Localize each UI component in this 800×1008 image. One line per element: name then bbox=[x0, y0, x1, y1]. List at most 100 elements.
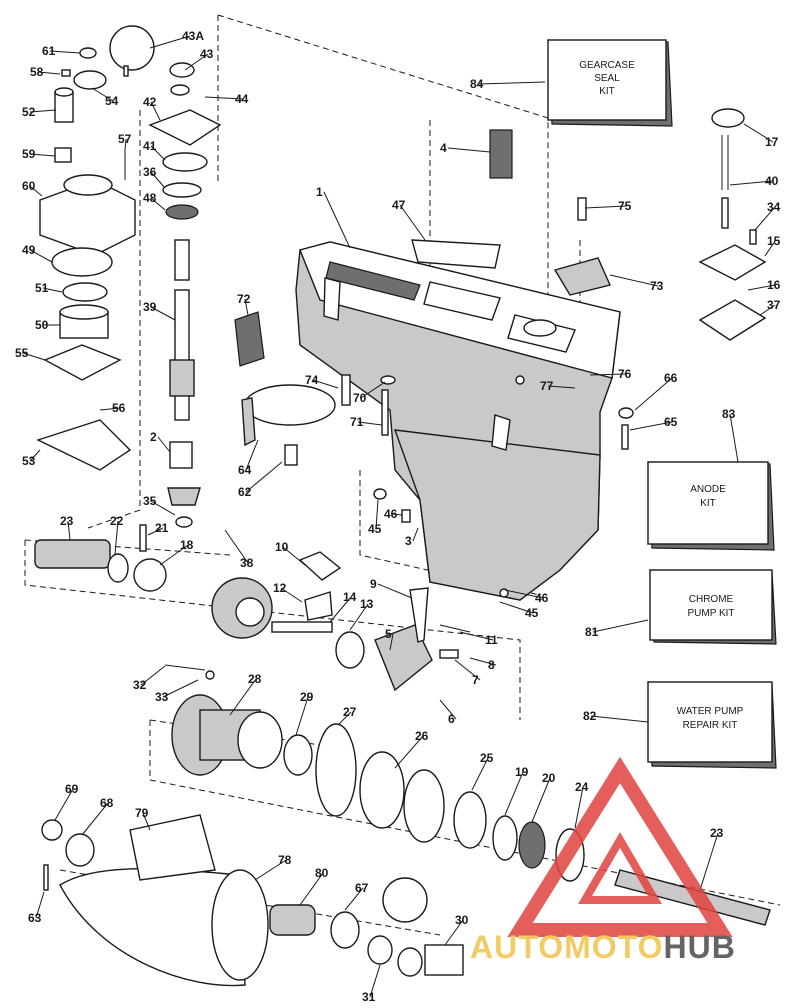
callout-c78: 78 bbox=[278, 853, 292, 867]
leader-line bbox=[67, 520, 71, 541]
leader-line bbox=[574, 786, 584, 829]
kit-label-line: ANODE bbox=[690, 484, 726, 495]
leader-line bbox=[245, 461, 283, 493]
leader-line bbox=[150, 171, 166, 189]
leader-line bbox=[140, 665, 166, 686]
leader-line bbox=[444, 919, 464, 946]
leader-line bbox=[159, 544, 189, 566]
callout-c83: 83 bbox=[722, 407, 736, 421]
leader-line bbox=[531, 777, 551, 823]
gear-train bbox=[34, 524, 471, 692]
callout-c22: 22 bbox=[110, 514, 124, 528]
callout-c55: 55 bbox=[15, 346, 29, 360]
leader-line bbox=[389, 633, 394, 651]
callout-c75: 75 bbox=[618, 199, 632, 213]
gear-housing bbox=[295, 241, 621, 601]
callout-c80: 80 bbox=[315, 866, 329, 880]
leader-line bbox=[280, 587, 303, 603]
callout-c69: 69 bbox=[65, 782, 79, 796]
leader-line bbox=[244, 298, 249, 316]
leader-line bbox=[477, 81, 546, 85]
leader-line bbox=[743, 123, 774, 143]
leader-line bbox=[357, 421, 383, 426]
callout-c12: 12 bbox=[273, 581, 287, 595]
callout-c57: 57 bbox=[118, 132, 132, 146]
watermark-triangle-logo bbox=[507, 756, 733, 937]
leader-line bbox=[254, 859, 287, 881]
leader-line bbox=[295, 696, 309, 736]
callout-c41: 41 bbox=[143, 139, 157, 153]
leader-line bbox=[99, 407, 121, 411]
leader-line bbox=[150, 145, 166, 161]
callout-c38: 38 bbox=[240, 556, 254, 570]
leader-line bbox=[764, 240, 776, 257]
leader-line bbox=[454, 659, 481, 681]
leader-line bbox=[29, 185, 43, 197]
propeller-row bbox=[41, 814, 464, 987]
leader-line bbox=[150, 101, 161, 121]
leader-line bbox=[81, 802, 109, 836]
callout-c24: 24 bbox=[575, 780, 589, 794]
right-side-parts bbox=[234, 108, 767, 598]
leader-line bbox=[375, 499, 379, 530]
leader-line bbox=[49, 50, 81, 54]
leader-line bbox=[162, 679, 199, 698]
callout-c74: 74 bbox=[305, 373, 319, 387]
leader-line bbox=[499, 601, 534, 614]
callout-c21: 21 bbox=[155, 521, 169, 535]
callout-c43: 43 bbox=[200, 47, 214, 61]
leader-line bbox=[184, 53, 209, 71]
leader-line bbox=[282, 546, 306, 566]
callout-c23a: 23 bbox=[60, 514, 74, 528]
leader-line bbox=[369, 964, 381, 998]
callout-c5: 5 bbox=[385, 627, 392, 641]
leader-line bbox=[150, 306, 176, 321]
callout-c30: 30 bbox=[455, 913, 469, 927]
leader-line bbox=[747, 284, 776, 291]
callout-c18: 18 bbox=[180, 538, 194, 552]
callout-c35: 35 bbox=[143, 494, 157, 508]
kit-label-line: PUMP KIT bbox=[687, 608, 734, 619]
callout-c29: 29 bbox=[300, 690, 314, 704]
callout-c48: 48 bbox=[143, 191, 157, 205]
leader-line bbox=[157, 436, 171, 453]
leader-line bbox=[22, 352, 46, 361]
callout-c50: 50 bbox=[35, 318, 49, 332]
leader-line bbox=[504, 589, 544, 599]
leader-line bbox=[245, 439, 259, 471]
leader-line bbox=[699, 832, 719, 891]
callout-c45b: 45 bbox=[525, 606, 539, 620]
leader-line bbox=[629, 421, 673, 431]
kit-label-line: REPAIR KIT bbox=[683, 720, 738, 731]
callout-c28: 28 bbox=[248, 672, 262, 686]
callout-c81: 81 bbox=[585, 625, 599, 639]
callout-c68: 68 bbox=[100, 796, 114, 810]
callout-c17: 17 bbox=[765, 135, 779, 149]
leader-line bbox=[634, 377, 673, 411]
callout-c61: 61 bbox=[42, 44, 56, 58]
callout-c6: 6 bbox=[448, 712, 455, 726]
leader-line bbox=[589, 373, 627, 376]
callout-c31: 31 bbox=[362, 990, 376, 1004]
callout-c54: 54 bbox=[105, 94, 119, 108]
callout-leaders bbox=[22, 35, 776, 998]
leader-line bbox=[35, 891, 45, 919]
leader-line bbox=[469, 657, 497, 666]
leader-line bbox=[592, 619, 649, 633]
gearcase-seal-kit-box: GEARCASE SEAL KIT bbox=[547, 39, 673, 127]
callout-c11: 11 bbox=[485, 633, 498, 647]
callout-c10: 10 bbox=[275, 540, 289, 554]
leader-line bbox=[360, 381, 386, 399]
callout-c44: 44 bbox=[235, 92, 249, 106]
leader-line bbox=[150, 500, 176, 516]
callout-c67: 67 bbox=[355, 881, 369, 895]
callout-c79: 79 bbox=[135, 806, 149, 820]
callout-c47: 47 bbox=[392, 198, 406, 212]
callout-c52: 52 bbox=[22, 105, 36, 119]
callout-c46b: 46 bbox=[535, 591, 549, 605]
leader-line bbox=[42, 287, 63, 293]
leader-line bbox=[391, 513, 403, 516]
anode-kit-box: ANODE KIT bbox=[647, 461, 775, 551]
